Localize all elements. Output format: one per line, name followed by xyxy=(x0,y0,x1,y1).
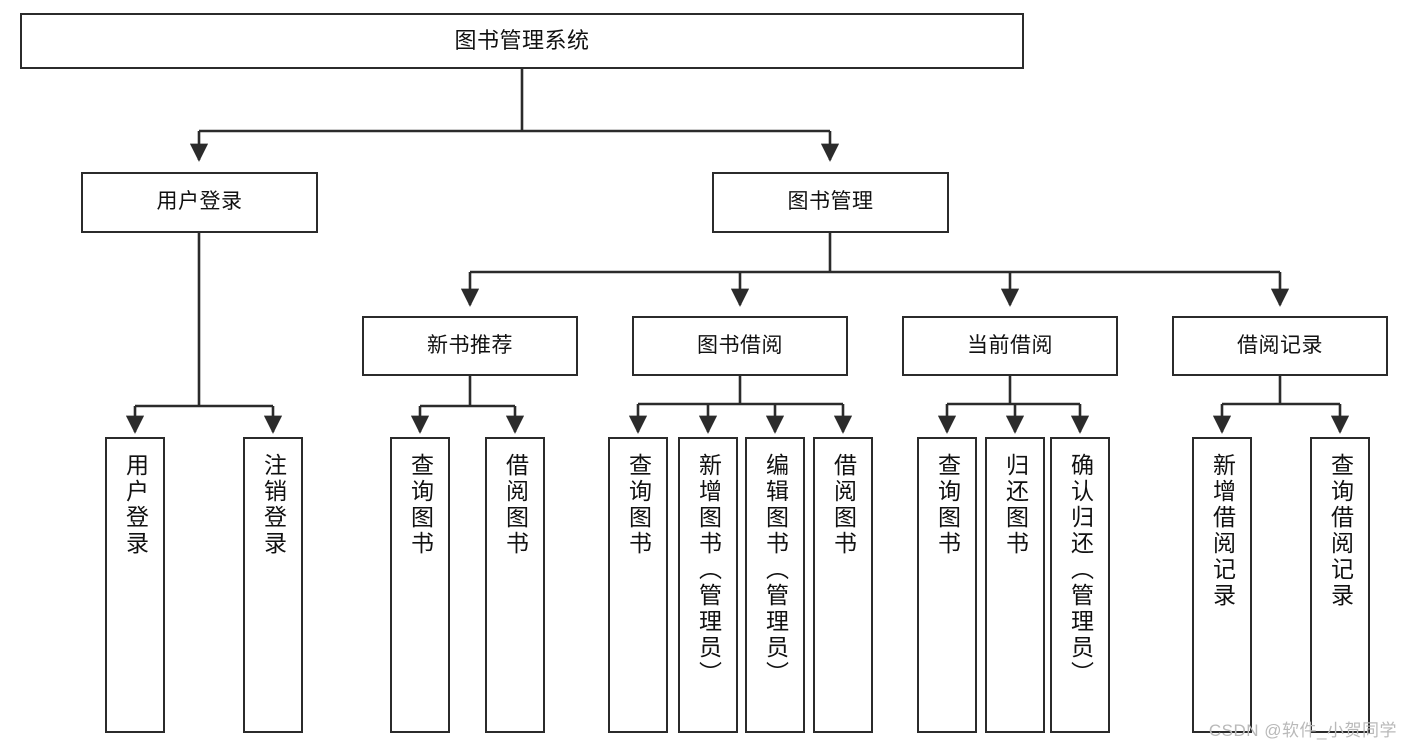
node-leaf-return-book[interactable]: 归还图书 xyxy=(985,437,1045,733)
node-label: 查询借阅记录 xyxy=(1327,453,1354,609)
node-label: 借阅图书 xyxy=(830,453,857,557)
node-label: 查询图书 xyxy=(934,453,961,557)
node-label: 新书推荐 xyxy=(427,333,513,357)
node-label: 借阅记录 xyxy=(1237,333,1323,357)
node-leaf-borrow-book-2[interactable]: 借阅图书 xyxy=(813,437,873,733)
node-user-login[interactable]: 用户登录 xyxy=(81,172,318,233)
node-label: 新增图书（管理员） xyxy=(695,453,722,687)
watermark-text: CSDN @软件_小贺同学 xyxy=(1208,721,1397,740)
node-label: 用户登录 xyxy=(122,453,149,557)
node-root-system[interactable]: 图书管理系统 xyxy=(20,13,1024,69)
node-leaf-edit-book[interactable]: 编辑图书（管理员） xyxy=(745,437,805,733)
node-leaf-borrow-book-1[interactable]: 借阅图书 xyxy=(485,437,545,733)
node-label: 编辑图书（管理员） xyxy=(762,453,789,687)
node-leaf-confirm-return[interactable]: 确认归还（管理员） xyxy=(1050,437,1110,733)
node-label: 图书管理系统 xyxy=(454,28,590,54)
node-book-borrow[interactable]: 图书借阅 xyxy=(632,316,848,376)
node-label: 借阅图书 xyxy=(502,453,529,557)
node-label: 归还图书 xyxy=(1002,453,1029,557)
node-leaf-logout-login[interactable]: 注销登录 xyxy=(243,437,303,733)
node-book-manage[interactable]: 图书管理 xyxy=(712,172,949,233)
node-label: 图书借阅 xyxy=(697,333,783,357)
node-current-borrow[interactable]: 当前借阅 xyxy=(902,316,1118,376)
node-label: 用户登录 xyxy=(156,190,243,214)
node-label: 查询图书 xyxy=(625,453,652,557)
node-leaf-user-login[interactable]: 用户登录 xyxy=(105,437,165,733)
node-leaf-query-book-3[interactable]: 查询图书 xyxy=(917,437,977,733)
node-leaf-add-book[interactable]: 新增图书（管理员） xyxy=(678,437,738,733)
node-leaf-query-book-2[interactable]: 查询图书 xyxy=(608,437,668,733)
node-label: 查询图书 xyxy=(407,453,434,557)
node-label: 当前借阅 xyxy=(967,333,1053,357)
node-new-book-recommend[interactable]: 新书推荐 xyxy=(362,316,578,376)
node-leaf-query-record[interactable]: 查询借阅记录 xyxy=(1310,437,1370,733)
node-leaf-add-record[interactable]: 新增借阅记录 xyxy=(1192,437,1252,733)
node-leaf-query-book-1[interactable]: 查询图书 xyxy=(390,437,450,733)
node-label: 注销登录 xyxy=(260,453,287,557)
node-label: 新增借阅记录 xyxy=(1209,453,1236,609)
node-label: 确认归还（管理员） xyxy=(1067,453,1094,687)
node-borrow-record[interactable]: 借阅记录 xyxy=(1172,316,1388,376)
node-label: 图书管理 xyxy=(787,190,874,214)
